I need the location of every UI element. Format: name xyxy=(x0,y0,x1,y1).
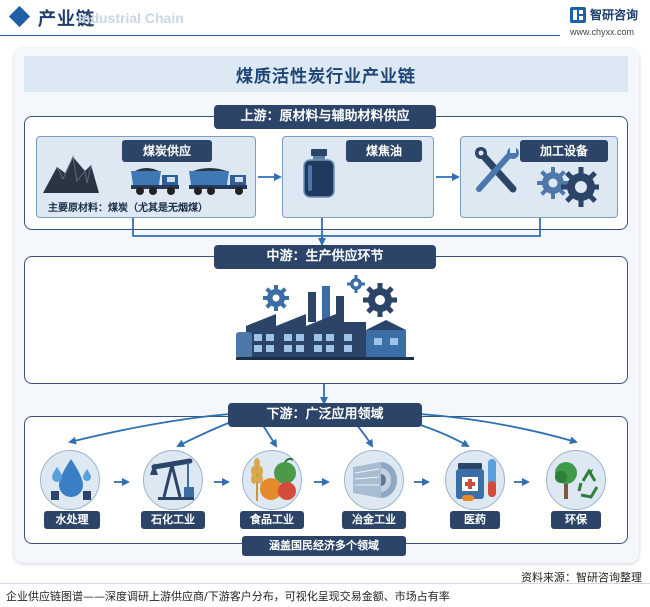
metallurgy-circle xyxy=(344,450,404,510)
industry-label: 冶金工业 xyxy=(342,511,406,529)
source-note: 资料来源：智研咨询整理 xyxy=(521,571,642,584)
diagram-title-bar: 煤质活性炭行业产业链 xyxy=(24,56,628,92)
industry-label: 食品工业 xyxy=(240,511,304,529)
brand-url[interactable]: www.chyxx.com xyxy=(570,27,635,37)
pharma-circle xyxy=(445,450,505,510)
wrench-tools-icon xyxy=(475,147,519,193)
brand-logo-icon xyxy=(570,7,586,23)
raw-material-note: 主要原材料：煤炭（尤其是无烟煤） xyxy=(48,203,208,214)
food-industry-circle xyxy=(242,450,302,510)
food-icon xyxy=(251,457,296,501)
footer-divider xyxy=(0,583,650,584)
bottle-icon xyxy=(303,149,335,198)
gears-icon xyxy=(537,167,599,207)
page-title: 产业链 xyxy=(38,9,95,30)
footer-caption: 企业供应链图谱——深度调研上游供应商/下游客户分布，可视化呈现交易金额、市场占有… xyxy=(6,590,450,603)
tree-recycle-icon xyxy=(555,462,599,499)
coal-supply-label: 煤炭供应 xyxy=(122,140,212,162)
water-drop-icon xyxy=(51,459,91,500)
coal-truck-icon xyxy=(189,168,247,195)
industry-label: 水处理 xyxy=(44,511,100,529)
equipment-label: 加工设备 xyxy=(520,140,608,162)
summary-label: 涵盖国民经济多个领域 xyxy=(242,536,406,556)
factory-icon xyxy=(236,275,414,360)
page-title-en: Industrial Chain xyxy=(78,10,184,26)
header-divider xyxy=(0,35,560,36)
coal-tar-label: 煤焦油 xyxy=(346,140,422,162)
upstream-label: 上游：原材料与辅助材料供应 xyxy=(214,105,436,129)
page-header: 产业链 Industrial Chain 智研咨询 www.chyxx.com xyxy=(0,0,650,40)
oil-pump-icon xyxy=(150,458,194,500)
coal-truck-icon xyxy=(131,168,179,195)
brand[interactable]: 智研咨询 www.chyxx.com xyxy=(570,6,650,37)
environment-circle xyxy=(546,450,606,510)
diagram-title: 煤质活性炭行业产业链 xyxy=(236,67,416,87)
petrochemical-circle xyxy=(143,450,203,510)
water-treatment-circle xyxy=(40,450,100,510)
downstream-label: 下游：广泛应用领域 xyxy=(228,403,422,427)
industry-label: 环保 xyxy=(551,511,601,529)
coal-pile-icon xyxy=(43,155,99,193)
industry-label: 医药 xyxy=(450,511,500,529)
industry-label: 石化工业 xyxy=(141,511,205,529)
medicine-icon xyxy=(456,459,496,501)
metal-coil-icon xyxy=(353,462,397,498)
brand-name: 智研咨询 xyxy=(590,8,639,22)
midstream-label: 中游：生产供应环节 xyxy=(214,245,436,269)
